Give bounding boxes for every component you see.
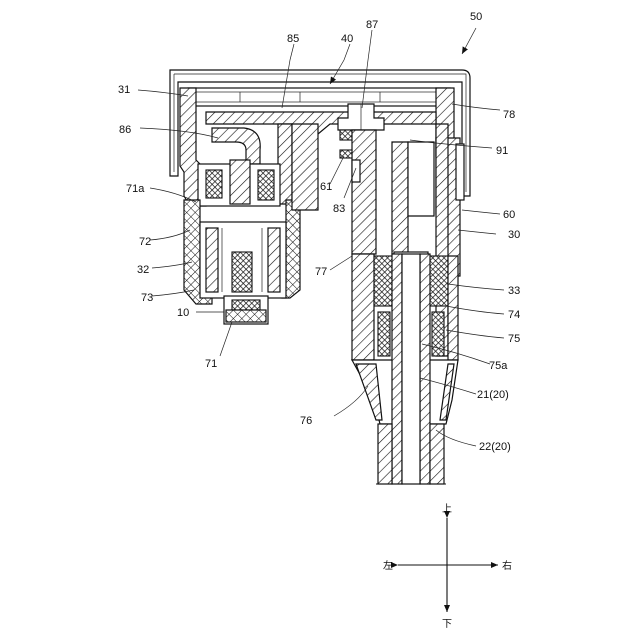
label-50: 50 [470,11,482,23]
label-71a: 71a [126,183,145,195]
label-61: 61 [320,181,332,193]
label-33: 33 [508,285,520,297]
label-75: 75 [508,333,520,345]
label-73: 73 [141,292,153,304]
label-78: 78 [503,109,515,121]
label-71: 71 [205,358,217,370]
label-10: 10 [177,307,189,319]
label-30: 30 [508,229,520,241]
vertical-arm [292,124,318,210]
label-85: 85 [287,33,299,45]
top-plate [188,88,450,106]
label-31: 31 [118,84,130,96]
label-22-20: 22(20) [479,441,511,453]
label-74: 74 [508,309,520,321]
inner-tube [392,254,430,484]
direction-up: 上 [442,503,452,515]
label-72: 72 [139,236,151,248]
nozzle-tip [224,296,268,324]
direction-indicator: 上 下 左 右 [383,503,512,630]
label-60: 60 [503,209,515,221]
label-87: 87 [366,19,378,31]
label-91: 91 [496,145,508,157]
label-75a: 75a [489,360,508,372]
label-83: 83 [333,203,345,215]
label-77: 77 [315,266,327,278]
bent-channel [212,128,260,164]
label-86: 86 [119,124,131,136]
direction-left: 左 [383,559,393,572]
label-32: 32 [137,264,149,276]
left-connector [184,200,300,304]
label-76: 76 [300,415,312,427]
label-21-20: 21(20) [477,389,509,401]
direction-down: 下 [442,619,452,630]
label-40: 40 [341,33,353,45]
direction-right: 右 [502,559,512,572]
